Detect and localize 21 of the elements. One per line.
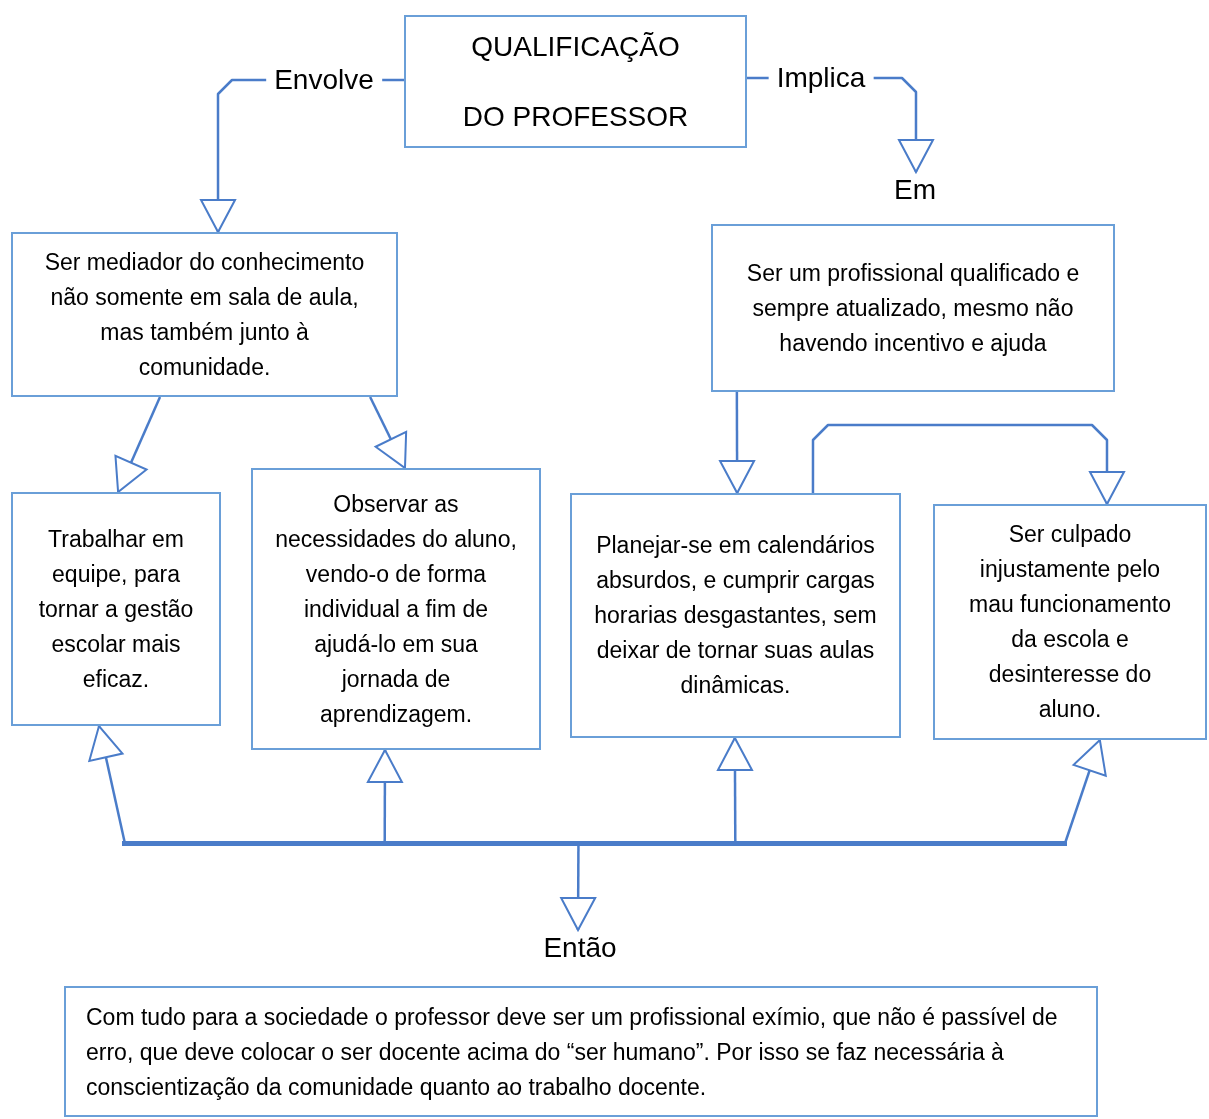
connector-word: Então — [525, 930, 635, 966]
text-box: Trabalhar em equipe, para tornar a gestão escolar mais eficaz. — [11, 492, 221, 726]
title-box: QUALIFICAÇÃO DO PROFESSOR — [404, 15, 747, 148]
connector-word: Em — [880, 172, 950, 208]
arrow — [717, 737, 753, 843]
arrow — [811, 423, 1125, 505]
arrow — [560, 846, 597, 931]
bus-bar — [122, 841, 1067, 846]
text-box: Ser mediador do conhecimento não somente em sala de aula, mas também junto à comunidade. — [11, 232, 398, 397]
arrow — [369, 396, 408, 469]
arrow — [719, 392, 756, 494]
arrow — [88, 725, 127, 844]
text-box: Observar as necessidades do aluno, vendo-o de forma individual a fim de ajudá-lo em sua jornada de aprendizagem. — [251, 468, 541, 750]
edge-label: Implica — [768, 64, 874, 92]
text-box: Planejar-se em calendários absurdos, e cumprir cargas horarias desgastantes, sem deixar de tornar suas aulas dinâmicas. — [570, 493, 901, 738]
arrow — [1063, 739, 1107, 844]
conclusion-box: Com tudo para a sociedade o professor deve ser um profissional exímio, que não é passível de erro, que deve colocar o ser docente acima do “ser humano”. Por isso se faz necessária à conscientização da comunidade quanto ao trabalho docente. — [64, 986, 1098, 1117]
arrow — [114, 396, 162, 493]
text-box: Ser culpado injustamente pelo mau funcionamento da escola e desinteresse do aluno. — [933, 504, 1207, 740]
text-box: Ser um profissional qualificado e sempre atualizado, mesmo não havendo incentivo e ajuda — [711, 224, 1115, 392]
arrow — [366, 749, 403, 843]
